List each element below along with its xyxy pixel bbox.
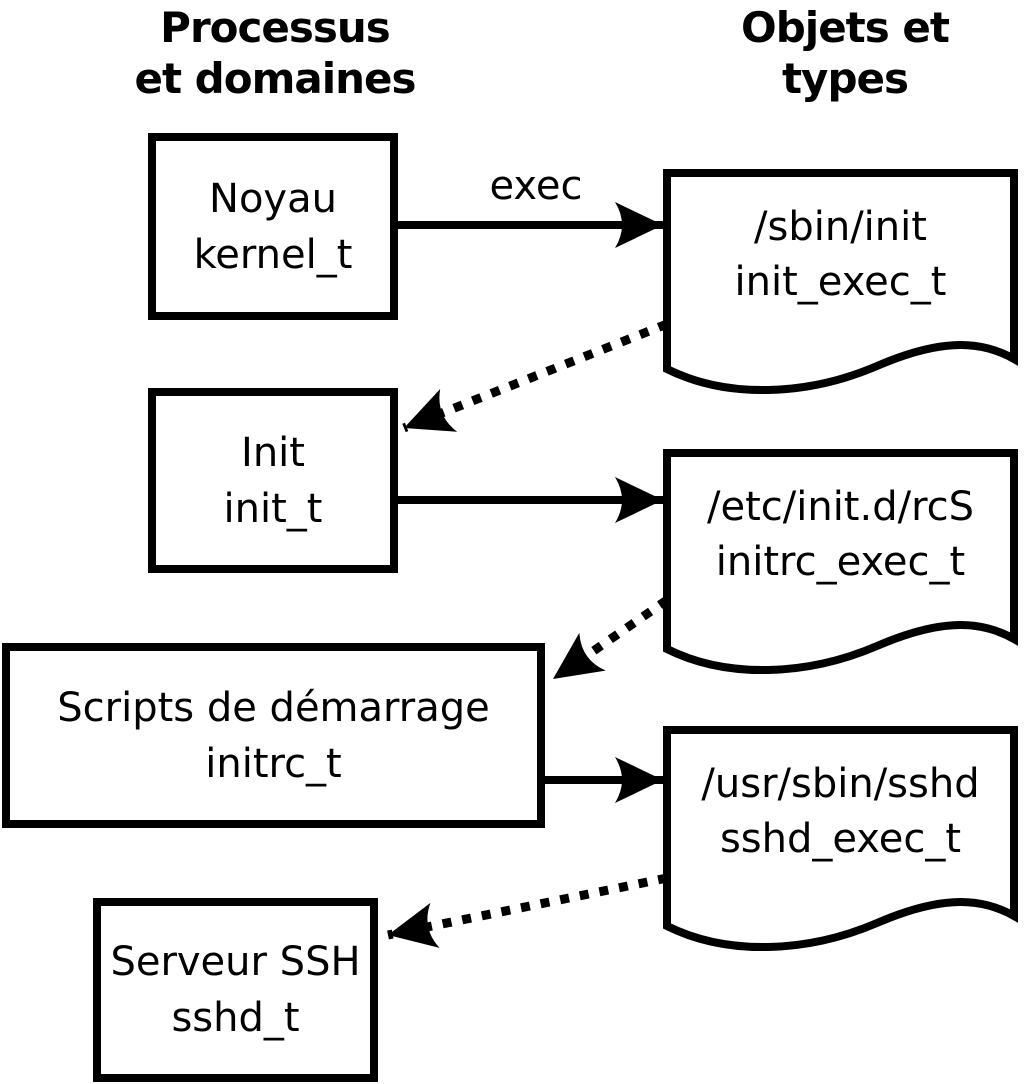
column-header-processes-line1: Processus xyxy=(160,3,391,52)
column-header-objects: Objets et types xyxy=(675,2,1015,104)
process-box-kernel: Noyau kernel_t xyxy=(148,133,398,320)
process-name: Scripts de démarrage xyxy=(57,684,490,731)
document-shape-usr-sbin-sshd xyxy=(663,726,1018,952)
object-path: /usr/sbin/sshd xyxy=(701,761,980,807)
object-doc-label-rcs: /etc/init.d/rcS initrc_exec_t xyxy=(667,480,1014,590)
column-header-objects-line1: Objets et xyxy=(741,3,950,52)
object-path: /etc/init.d/rcS xyxy=(706,484,975,530)
transition-arrow-initrc-exec-to-initrc-t xyxy=(550,596,670,683)
object-path: /sbin/init xyxy=(754,204,927,250)
document-shape-sbin-init xyxy=(663,169,1018,395)
column-header-objects-line2: types xyxy=(781,54,909,103)
domain-type: kernel_t xyxy=(193,231,353,278)
column-header-processes: Processus et domaines xyxy=(105,2,445,104)
domain-type: initrc_t xyxy=(205,740,342,787)
object-type: initrc_exec_t xyxy=(715,539,966,585)
process-name: Serveur SSH xyxy=(110,939,361,985)
object-doc-label-init: /sbin/init init_exec_t xyxy=(667,200,1014,310)
domain-type: init_t xyxy=(223,485,323,532)
column-header-processes-line2: et domaines xyxy=(134,54,417,103)
domain-type: sshd_t xyxy=(171,995,300,1041)
transition-arrow-init-exec-to-init-t xyxy=(402,319,669,433)
process-name: Init xyxy=(241,429,305,476)
document-shape-etc-initd-rcs xyxy=(663,449,1018,675)
process-box-sshd: Serveur SSH sshd_t xyxy=(93,898,378,1082)
process-box-initrc: Scripts de démarrage initrc_t xyxy=(2,643,545,828)
process-name: Noyau xyxy=(209,175,337,222)
process-box-init: Init init_t xyxy=(148,388,398,573)
object-doc-label-sshd: /usr/sbin/sshd sshd_exec_t xyxy=(667,757,1014,867)
object-type: init_exec_t xyxy=(734,259,947,305)
transition-arrow-sshd-exec-to-sshd-t xyxy=(387,873,668,948)
exec-arrow-label: exec xyxy=(489,163,583,209)
object-type: sshd_exec_t xyxy=(719,816,962,862)
